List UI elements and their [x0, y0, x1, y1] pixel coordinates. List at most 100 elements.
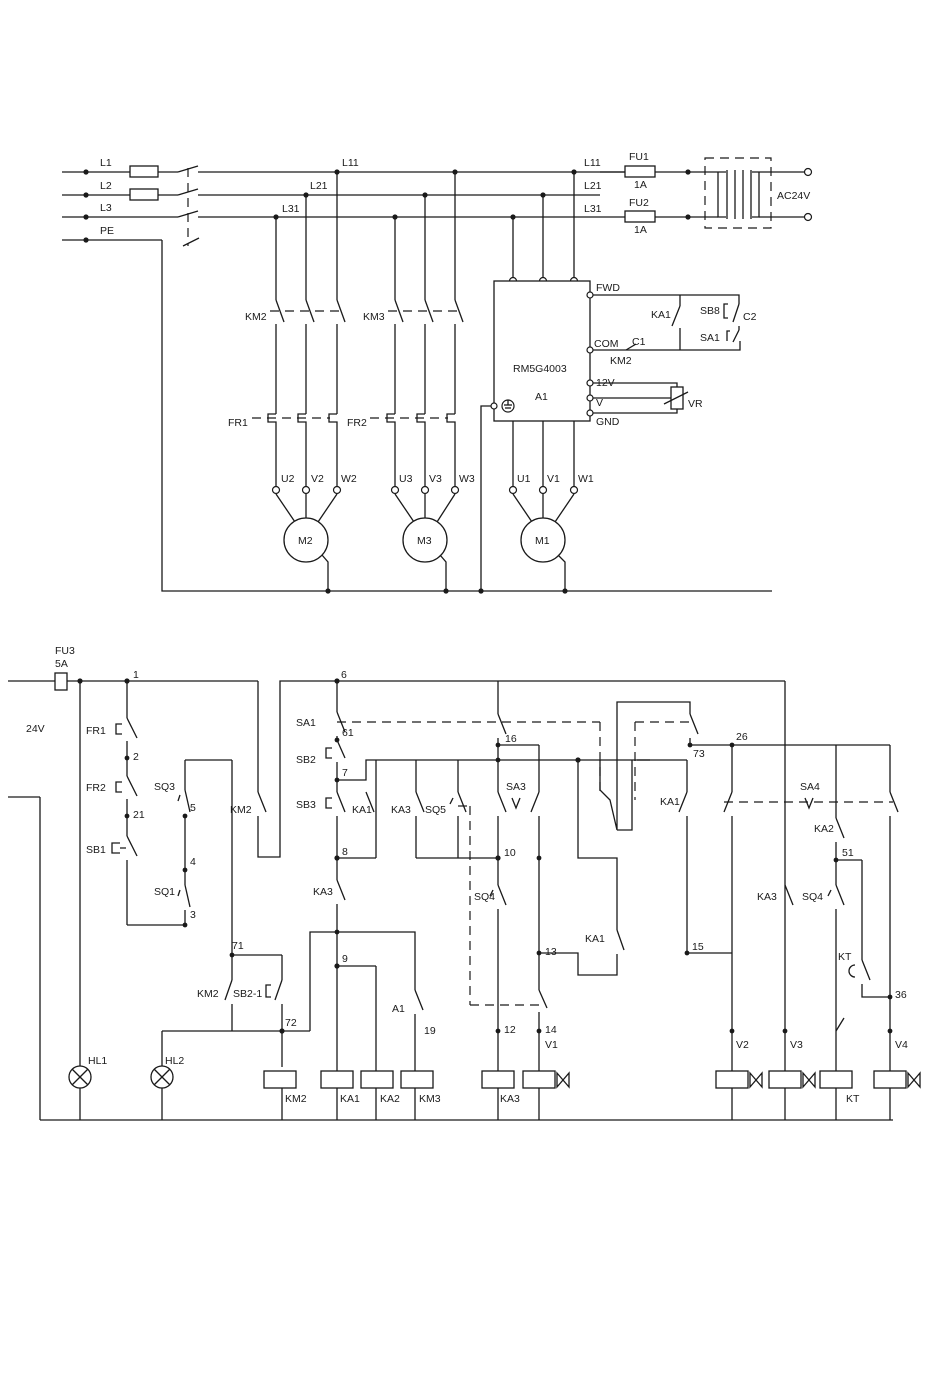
v3-valve-icon [802, 1071, 816, 1089]
v3-valve-coil [768, 1070, 802, 1089]
bus-l21-label: L21 [310, 180, 328, 192]
node-13: 13 [545, 946, 557, 958]
v1-valve-label: V1 [545, 1039, 558, 1051]
gnd-label: GND [596, 416, 620, 428]
km2-hold-label: KM2 [197, 988, 219, 1000]
sq4-contact-a-label: SQ4 [474, 891, 495, 903]
ka1-coil [320, 1070, 354, 1089]
node-15: 15 [692, 941, 704, 953]
sb21-label: SB2-1 [233, 988, 262, 1000]
u1-label: U1 [517, 473, 531, 485]
ka3-coil [481, 1070, 515, 1089]
v2-valve-icon [749, 1071, 763, 1089]
sq5-label: SQ5 [425, 804, 446, 816]
node-4: 4 [190, 856, 196, 868]
hl2-lamp-icon [150, 1065, 174, 1089]
node-10: 10 [504, 847, 516, 859]
line-l2-label: L2 [100, 180, 112, 192]
sb3-button-label: SB3 [296, 799, 316, 811]
node-1: 1 [133, 669, 139, 681]
ka2-coil [360, 1070, 394, 1089]
inverter-ref: A1 [535, 391, 548, 403]
kt-contact-label: KT [838, 951, 852, 963]
control-transformer: AC24V [704, 157, 813, 229]
node-71: 73 [693, 748, 705, 760]
ac24v-label: AC24V [777, 190, 810, 202]
m2-branch: KM2 FR1 U2 V2 W2 M2 [228, 172, 357, 591]
node-12: 12 [504, 1024, 516, 1036]
hl1-lamp-icon [68, 1065, 92, 1089]
w3-label: W3 [459, 473, 475, 485]
ka1-contact-b-label: KA1 [585, 933, 605, 945]
inv-sa1-label: SA1 [700, 332, 720, 344]
com-label: COM [594, 338, 619, 350]
power-circuit: L1 L2 L3 PE L11 L21 L31 L11 L21 L31 [62, 151, 813, 594]
ka3-coil-label: KA3 [500, 1093, 520, 1105]
main-isolator-switch [177, 165, 200, 247]
node-5: 5 [190, 802, 196, 814]
node-61: 61 [342, 727, 354, 739]
bus-l31-label-right: L31 [584, 203, 602, 215]
ka1-contact-c-label: KA1 [660, 796, 680, 808]
v1-valve-coil [522, 1070, 556, 1089]
fr1-label: FR1 [228, 417, 248, 429]
inv-ka1-label: KA1 [651, 309, 671, 321]
v4-valve-label: V4 [895, 1039, 908, 1051]
vr-label: VR [688, 398, 703, 410]
v1-label: V1 [547, 473, 560, 485]
line-pe-label: PE [100, 225, 114, 237]
fr2-contact-label: FR2 [86, 782, 106, 794]
km2-coil-label: KM2 [285, 1093, 307, 1105]
bus-l11-label: L11 [342, 157, 359, 169]
fr1-contact-label: FR1 [86, 725, 106, 737]
fwd-label: FWD [596, 282, 620, 294]
node-8: 8 [342, 846, 348, 858]
v2-valve-label: V2 [736, 1039, 749, 1051]
input-fuse-1 [129, 165, 159, 178]
ka1-coil-label: KA1 [340, 1093, 360, 1105]
fu1-fuse [624, 165, 656, 178]
fu2-label: FU2 [629, 197, 649, 209]
km2-contactor-label: KM2 [245, 311, 267, 323]
v4-valve-icon [907, 1071, 921, 1089]
m3-motor [402, 517, 448, 563]
km3-coil-label: KM3 [419, 1093, 441, 1105]
fu1-label: FU1 [629, 151, 649, 163]
w2-label: W2 [341, 473, 357, 485]
node-26: 26 [736, 731, 748, 743]
m1-motor [520, 517, 566, 563]
kt-coil-label: KT [846, 1093, 860, 1105]
m1-label: M1 [535, 535, 550, 547]
node-36: 36 [895, 989, 907, 1001]
m3-label: M3 [417, 535, 432, 547]
ka3-contact-c-label: KA3 [757, 891, 777, 903]
node-16: 16 [505, 733, 517, 745]
sq4-contact-b-label: SQ4 [802, 891, 823, 903]
km3-contactor-label: KM3 [363, 311, 385, 323]
sa1-switch-label: SA1 [296, 717, 316, 729]
v4-valve-coil [873, 1070, 907, 1089]
m3-branch: KM3 FR2 U3 V3 W3 M3 [347, 172, 475, 591]
bus-l31-label: L31 [282, 203, 300, 215]
v3-label: V3 [429, 473, 442, 485]
ka3-contact-a-label: KA3 [313, 886, 333, 898]
sa3-switch-label: SA3 [506, 781, 526, 793]
sb1-button-label: SB1 [86, 844, 106, 856]
w1-label: W1 [578, 473, 594, 485]
ka2-contact-label: KA2 [814, 823, 834, 835]
ka1-contact-a-label: KA1 [352, 804, 372, 816]
node-14: 14 [545, 1024, 557, 1036]
v2-valve-coil [715, 1070, 749, 1089]
fu2-fuse [624, 210, 656, 223]
kt-coil [819, 1070, 853, 1089]
supply-24v-label: 24V [26, 723, 45, 735]
inverter-branch: RM5G4003 A1 FWD COM 12V V GND KA1 [480, 172, 757, 591]
node-72: 51 [842, 847, 854, 859]
km3-coil [400, 1070, 434, 1089]
node-51: 72 [285, 1017, 297, 1029]
u2-label: U2 [281, 473, 295, 485]
line-l3-label: L3 [100, 202, 112, 214]
sa4-switch-label: SA4 [800, 781, 820, 793]
bus-l11-label-right: L11 [584, 157, 601, 169]
